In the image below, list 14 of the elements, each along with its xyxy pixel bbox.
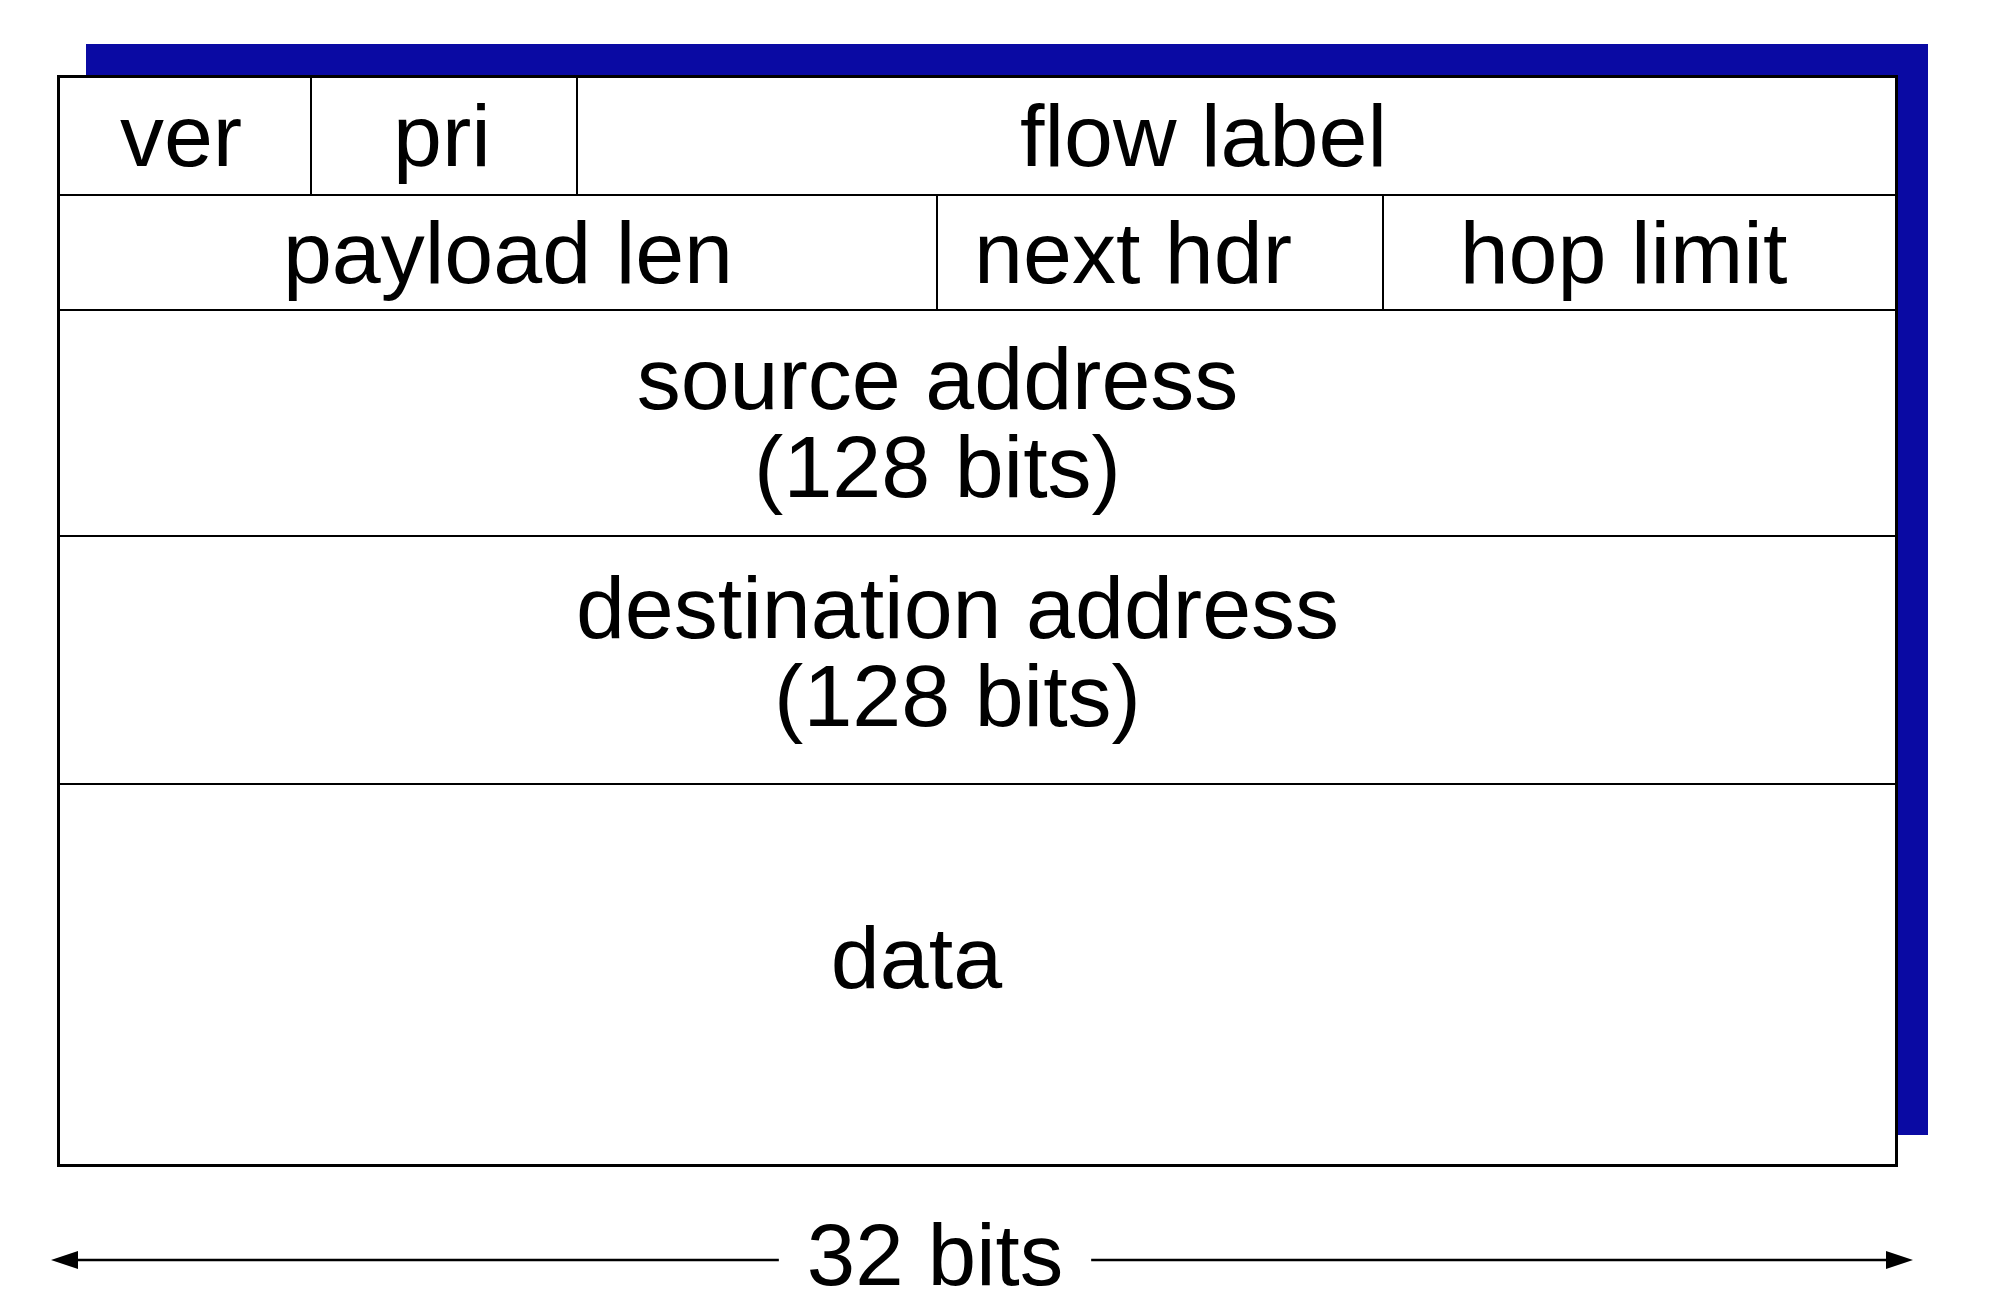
header-field bbox=[57, 75, 311, 195]
field-label: data bbox=[830, 913, 1003, 1002]
field-label: ver bbox=[119, 92, 243, 180]
width-label: 32 bits bbox=[806, 1221, 1064, 1289]
header-field bbox=[57, 784, 1898, 1167]
header-field bbox=[311, 75, 577, 195]
header-field bbox=[57, 195, 937, 310]
header-field bbox=[1383, 195, 1898, 310]
header-field bbox=[57, 536, 1898, 784]
header-field bbox=[937, 195, 1383, 310]
field-label: flow label bbox=[1020, 92, 1387, 180]
header-field bbox=[577, 75, 1898, 195]
field-label: next hdr bbox=[974, 208, 1292, 297]
header-field bbox=[57, 310, 1898, 536]
